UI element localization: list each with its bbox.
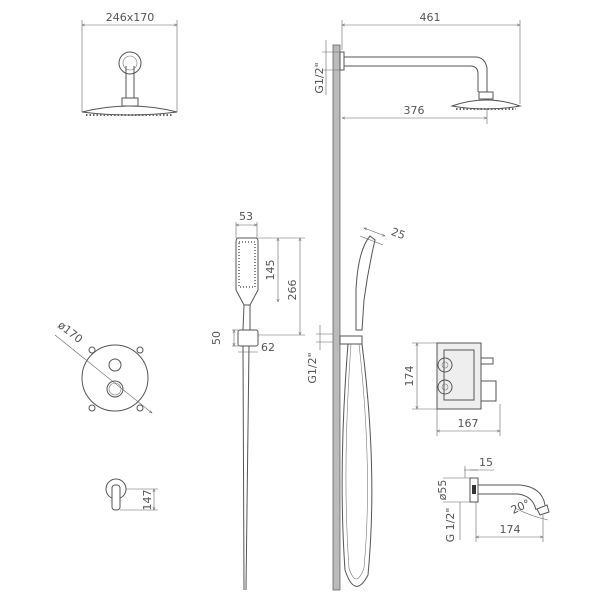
hand-shower-side-view: 25 G1/2" (306, 225, 407, 587)
outlet-lever: 147 (105, 478, 158, 511)
spout-thread-label: G 1/2" (444, 508, 457, 543)
trim-diameter-label: ø170 (55, 319, 85, 346)
thermostat-trim-plate: ø170 (54, 319, 152, 413)
arm-length-label: 461 (420, 11, 441, 24)
hand-shower-width-label: 53 (239, 210, 253, 223)
hand-shower-length-label: 266 (286, 280, 299, 301)
valve-body: 174 167 (403, 343, 500, 436)
hand-shower-front-view: 53 145 266 50 62 (210, 210, 305, 591)
valve-depth-label: 167 (458, 417, 479, 430)
holder-thread-label: G1/2" (306, 352, 319, 383)
spout-angle-label: 20° (509, 497, 532, 517)
bath-spout: 15 ø55 G 1/2" 20° 174 (436, 456, 550, 543)
head-offset-label: 376 (404, 104, 425, 117)
hand-shower-depth-label: 25 (389, 225, 407, 242)
outlet-height-label: 147 (141, 490, 154, 511)
rain-head-size-label: 246x170 (106, 11, 155, 24)
spout-length-label: 174 (500, 523, 521, 536)
wall-thread-label: G1/2" (313, 62, 326, 93)
shower-arm-side-view: 461 376 G1/2" (313, 11, 522, 591)
spout-flange-label: 15 (479, 456, 493, 469)
hand-shower-head-length-label: 145 (264, 260, 277, 281)
rain-head-front-view: 246x170 (82, 11, 177, 116)
valve-height-label: 174 (403, 366, 416, 387)
holder-height-label: 50 (210, 331, 223, 345)
wall (332, 44, 341, 591)
holder-depth-label: 62 (261, 341, 275, 354)
spout-flange-diameter-label: ø55 (436, 480, 449, 501)
